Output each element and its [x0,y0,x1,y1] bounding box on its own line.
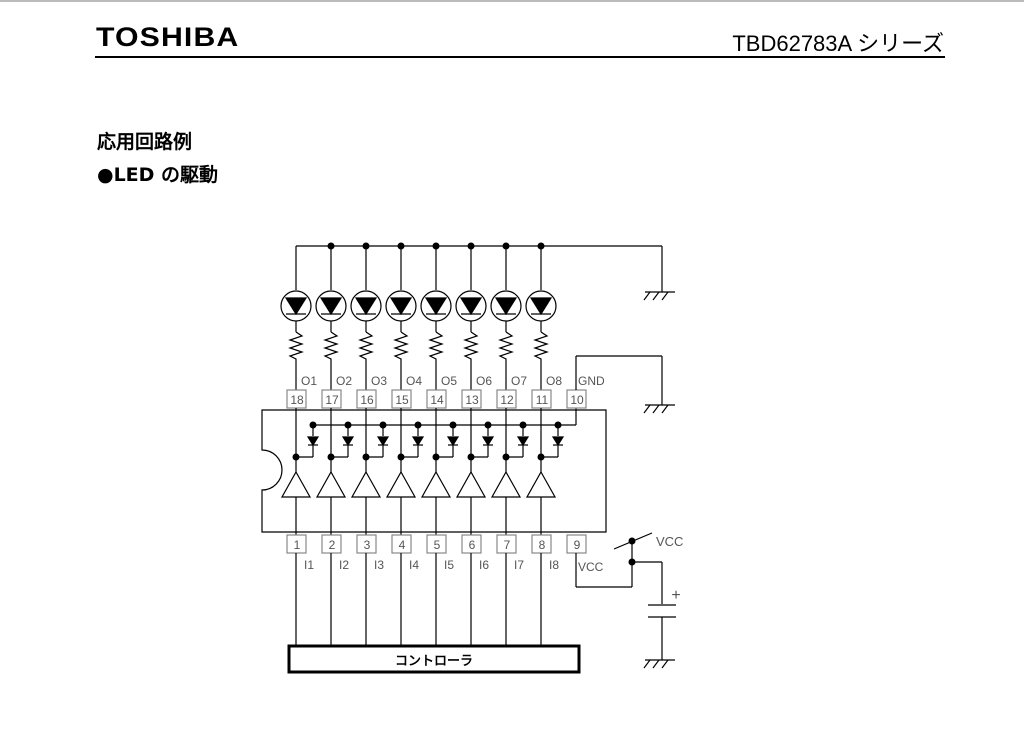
led-diode-icon [354,297,378,316]
resistor [358,331,374,390]
toshiba-logo: TOSHIBA [96,22,240,52]
output-label-o3: O3 [371,374,387,388]
ground-symbol [661,404,669,414]
vcc-supply-label: VCC [656,534,683,549]
pin-number-2: 2 [329,538,336,552]
pin-number-10: 10 [570,393,584,407]
clamp-diode-icon [551,436,565,447]
clamp-diode-icon [411,436,425,447]
buffer-amplifier-icon [350,470,382,498]
output-label-o2: O2 [336,374,352,388]
ground-symbol [652,659,660,669]
document-title: TBD62783A シリーズ [732,31,944,56]
ground-symbol [643,404,651,414]
pin-number-12: 12 [500,393,514,407]
controller-label: コントローラ [395,653,473,668]
pin-number-16: 16 [360,393,374,407]
led-diode-icon [424,297,448,316]
input-label-i3: I3 [374,558,384,572]
resistor [393,331,409,390]
clamp-diode-icon [376,436,390,447]
resistor [533,331,549,390]
buffer-amplifier-icon [385,470,417,498]
pin-number-8: 8 [539,538,546,552]
pin-number-9: 9 [574,538,581,552]
clamp-diode-icon [481,436,495,447]
output-label-o4: O4 [406,374,422,388]
clamp-diode-icon [306,436,320,447]
vcc-pin-label: VCC [578,560,604,574]
led-diode-icon [389,297,413,316]
section-title: 応用回路例 [97,131,193,153]
output-label-o1: O1 [301,374,317,388]
pin-number-11: 11 [536,393,549,407]
output-label-o5: O5 [441,374,457,388]
ground-symbol [643,291,651,301]
ic-package-body [261,409,607,533]
input-label-i5: I5 [444,558,454,572]
resistor [323,331,339,390]
buffer-amplifier-icon [490,470,522,498]
resistor [428,331,444,390]
pin-number-5: 5 [434,538,441,552]
pin-number-15: 15 [395,393,409,407]
input-label-i8: I8 [549,558,559,572]
input-label-i4: I4 [409,558,419,572]
ground-symbol [661,659,669,669]
pin-number-17: 17 [325,393,339,407]
capacitor-plus-sign: + [671,587,680,604]
section-subtitle: ●LED の駆動 [97,164,219,186]
ground-symbol [643,659,651,669]
gnd-label: GND [578,374,605,388]
pin-number-7: 7 [504,538,511,552]
resistor [463,331,479,390]
buffer-amplifier-icon [455,470,487,498]
output-label-o7: O7 [511,374,527,388]
header-rule [95,56,945,58]
resistor [288,331,304,390]
pin-number-4: 4 [399,538,406,552]
led-diode-icon [284,297,308,316]
input-label-i2: I2 [339,558,349,572]
controller-box [287,644,581,674]
buffer-amplifier-icon [525,470,557,498]
led-diode-icon [494,297,518,316]
buffer-amplifier-icon [280,470,312,498]
output-label-o8: O8 [546,374,562,388]
ground-symbol [652,404,660,414]
buffer-amplifier-icon [315,470,347,498]
led-diode-icon [459,297,483,316]
clamp-diode-icon [341,436,355,447]
input-label-i7: I7 [514,558,524,572]
clamp-diode-icon [446,436,460,447]
pin-number-6: 6 [469,538,476,552]
input-label-i1: I1 [304,558,314,572]
led-diode-icon [529,297,553,316]
ground-symbol [652,291,660,301]
pin-number-13: 13 [465,393,479,407]
led-diode-icon [319,297,343,316]
pin-number-1: 1 [294,538,301,552]
buffer-amplifier-icon [420,470,452,498]
output-label-o6: O6 [476,374,492,388]
pin-number-14: 14 [430,393,444,407]
top-border [0,0,1024,2]
vcc-switch [613,532,653,550]
ground-symbol [661,291,669,301]
pin-number-18: 18 [290,393,304,407]
resistor [498,331,514,390]
pin-number-3: 3 [364,538,371,552]
clamp-diode-icon [516,436,530,447]
input-label-i6: I6 [479,558,489,572]
